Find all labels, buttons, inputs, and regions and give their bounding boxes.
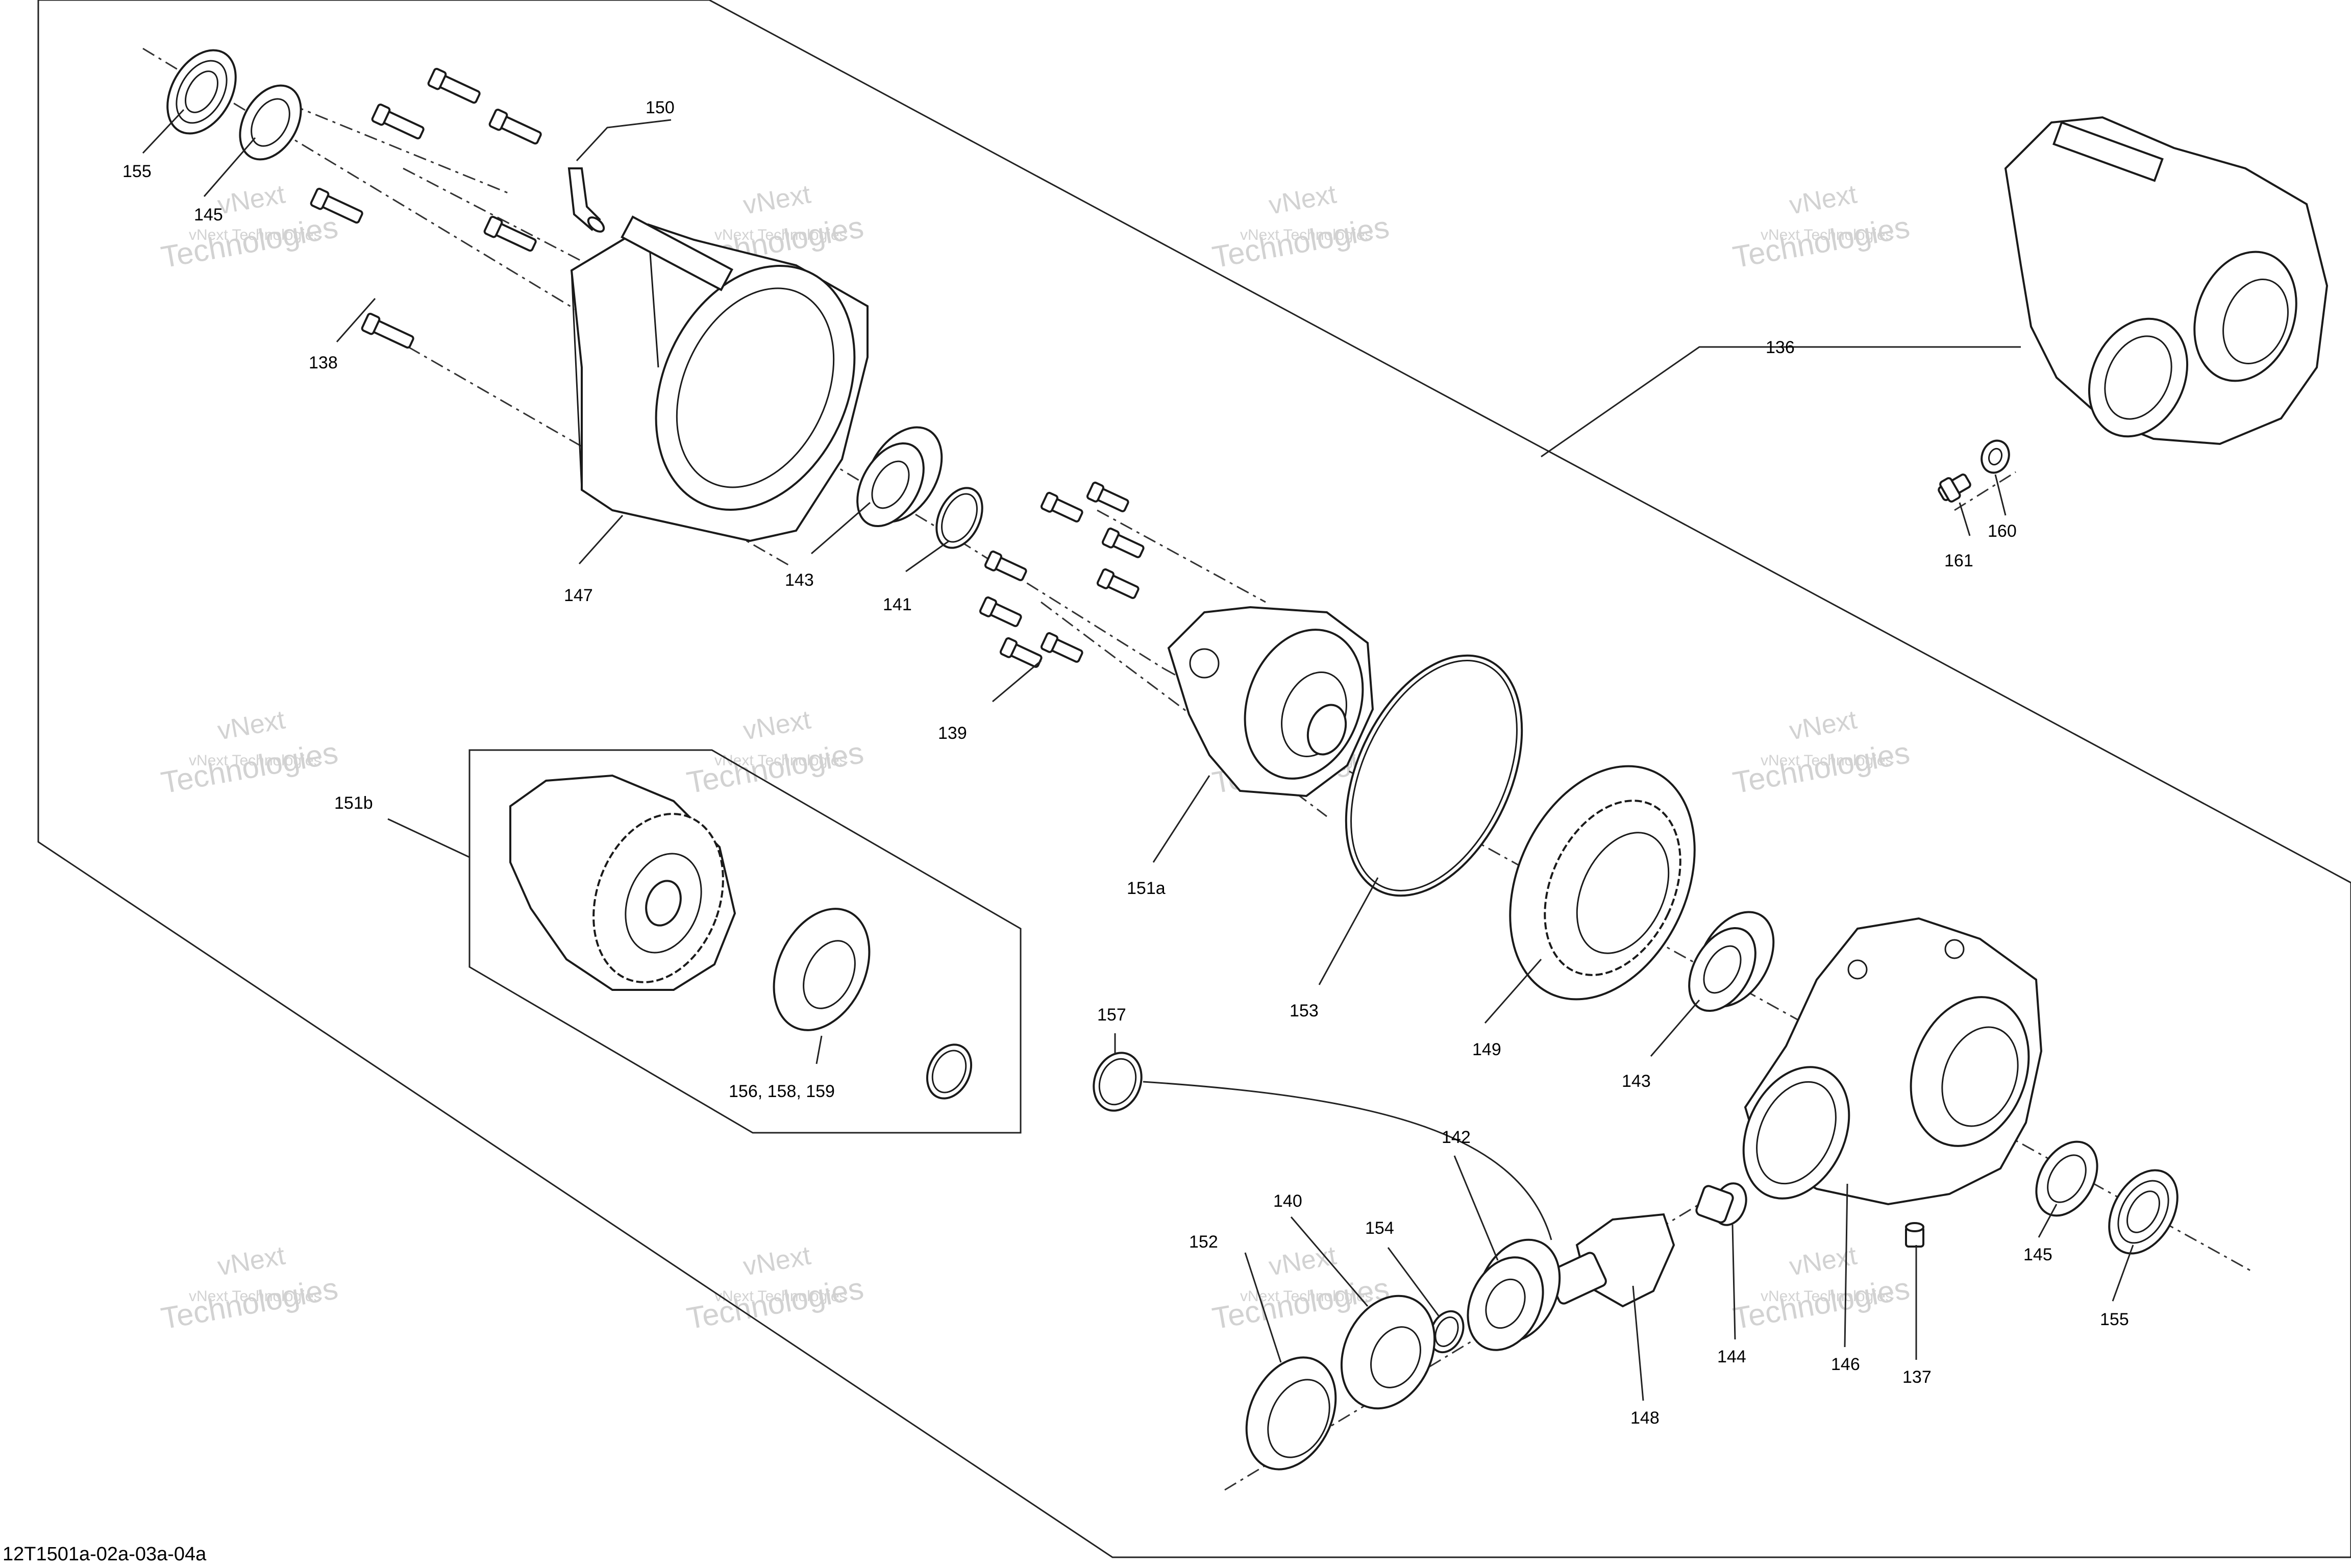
plug-137 <box>1905 1222 1924 1248</box>
leader-lines <box>142 109 2134 1401</box>
o-ring-153 <box>1345 654 1523 897</box>
callout-148: 148 <box>1630 1408 1660 1428</box>
watermark-text: vNext <box>741 705 813 746</box>
callout-153: 153 <box>1290 1001 1319 1021</box>
nut-140 <box>1340 1295 1436 1410</box>
watermark-text: vNext <box>215 1241 288 1282</box>
watermark-text: vNext Technologies <box>714 227 847 243</box>
callout-144: 144 <box>1717 1347 1746 1366</box>
seal-155-top <box>166 49 237 135</box>
callout-151a: 151a <box>1127 879 1166 898</box>
watermark-text: Technologies <box>159 1271 341 1336</box>
watermark-text: vNext <box>1267 180 1339 220</box>
bolts-139 <box>979 481 1145 668</box>
callout-labels: 155 145 150 138 147 143 141 139 136 161 … <box>122 98 2129 1428</box>
watermark-text: vNext Technologies <box>1761 1288 1893 1305</box>
callout-145-lower: 145 <box>2023 1245 2052 1264</box>
watermark-text: Technologies <box>1730 210 1913 275</box>
callout-147: 147 <box>564 586 593 605</box>
differential-151b <box>509 774 736 991</box>
vent-fitting-150 <box>567 167 605 233</box>
circlip-subassembly <box>926 1043 973 1100</box>
assembly-boundary <box>37 0 2351 1558</box>
callout-137: 137 <box>1902 1367 1932 1387</box>
callout-136: 136 <box>1766 338 1795 357</box>
callout-143-upper: 143 <box>785 570 814 590</box>
callout-157: 157 <box>1097 1005 1126 1025</box>
callout-160: 160 <box>1988 521 2017 541</box>
watermark-text: vNext <box>215 705 288 746</box>
watermark-text: vNext <box>1787 180 1860 220</box>
snap-ring-141 <box>935 487 983 549</box>
watermark-text: Technologies <box>159 735 341 800</box>
callout-145-top: 145 <box>194 205 223 225</box>
washer-160 <box>1981 439 2010 474</box>
callout-151b: 151b <box>334 793 373 813</box>
watermarks: vNext Technologies vNext Technologies vN… <box>159 180 1913 1336</box>
bearing-145-top <box>239 84 302 161</box>
differential-151a <box>1167 606 1374 798</box>
watermark-text: vNext Technologies <box>1240 227 1373 243</box>
seal-155-lower <box>2108 1169 2179 1255</box>
watermark-text: vNext Technologies <box>1240 1288 1373 1305</box>
callout-146: 146 <box>1831 1355 1860 1374</box>
watermark-text: Technologies <box>1730 1271 1913 1336</box>
callout-150: 150 <box>646 98 675 117</box>
callout-161: 161 <box>1944 551 1973 570</box>
bolts-138 <box>310 67 542 349</box>
pinion-148 <box>1547 1213 1675 1308</box>
watermark-text: vNext Technologies <box>189 752 321 769</box>
bearing-143-upper <box>856 426 943 528</box>
watermark-text: vNext Technologies <box>714 752 847 769</box>
subassembly-box-151b <box>468 749 1022 1134</box>
watermark-text: vNext Technologies <box>1761 227 1893 243</box>
needle-bearing-144 <box>1695 1182 1747 1226</box>
ring-gear-149 <box>1509 765 1696 1001</box>
seal-152 <box>1245 1356 1337 1471</box>
watermark-text: vNext <box>215 180 288 220</box>
assembled-unit-136 <box>2004 116 2329 445</box>
watermark-text: vNext Technologies <box>714 1288 847 1305</box>
shim-156 <box>773 908 871 1031</box>
o-ring-153-inner <box>1350 660 1518 891</box>
callout-154: 154 <box>1365 1218 1394 1238</box>
watermark-text: Technologies <box>1210 210 1392 275</box>
housing-146 <box>1742 917 2043 1206</box>
callout-155-top: 155 <box>122 162 152 181</box>
watermark-text: Technologies <box>159 210 341 275</box>
bearing-145-lower <box>2035 1140 2098 1217</box>
watermark-text: vNext <box>741 180 813 220</box>
callout-143-lower: 143 <box>1622 1072 1651 1091</box>
drawing-reference: 12T1501a-02a-03a-04a <box>3 1544 207 1565</box>
o-ring-157 <box>1093 1052 1552 1240</box>
watermark-text: Technologies <box>684 1271 867 1336</box>
housing-cover-147 <box>570 215 869 542</box>
watermark-text: vNext Technologies <box>189 1288 321 1305</box>
callout-141: 141 <box>883 595 912 614</box>
callout-152: 152 <box>1189 1232 1218 1252</box>
watermark-text: vNext <box>741 1241 813 1282</box>
drain-bolt-161 <box>1938 474 1971 503</box>
watermark-text: Technologies <box>1730 735 1913 800</box>
watermark-text: vNext <box>1787 705 1860 746</box>
bearing-142 <box>1467 1238 1561 1351</box>
callout-156-158-159: 156, 158, 159 <box>729 1082 835 1101</box>
callout-155-lower: 155 <box>2100 1310 2129 1329</box>
watermark-text: vNext Technologies <box>1761 752 1893 769</box>
watermark-text: vNext <box>1267 1241 1339 1282</box>
callout-149: 149 <box>1472 1040 1501 1059</box>
bearing-143-lower <box>1688 911 1775 1012</box>
watermark-text: vNext <box>1787 1241 1860 1282</box>
callout-142: 142 <box>1442 1128 1471 1147</box>
center-axes <box>142 47 2251 1491</box>
callout-138: 138 <box>309 353 338 372</box>
callout-140: 140 <box>1273 1191 1302 1211</box>
watermark-text: vNext Technologies <box>189 227 321 243</box>
callout-139: 139 <box>938 724 967 743</box>
watermark-text: Technologies <box>684 735 867 800</box>
